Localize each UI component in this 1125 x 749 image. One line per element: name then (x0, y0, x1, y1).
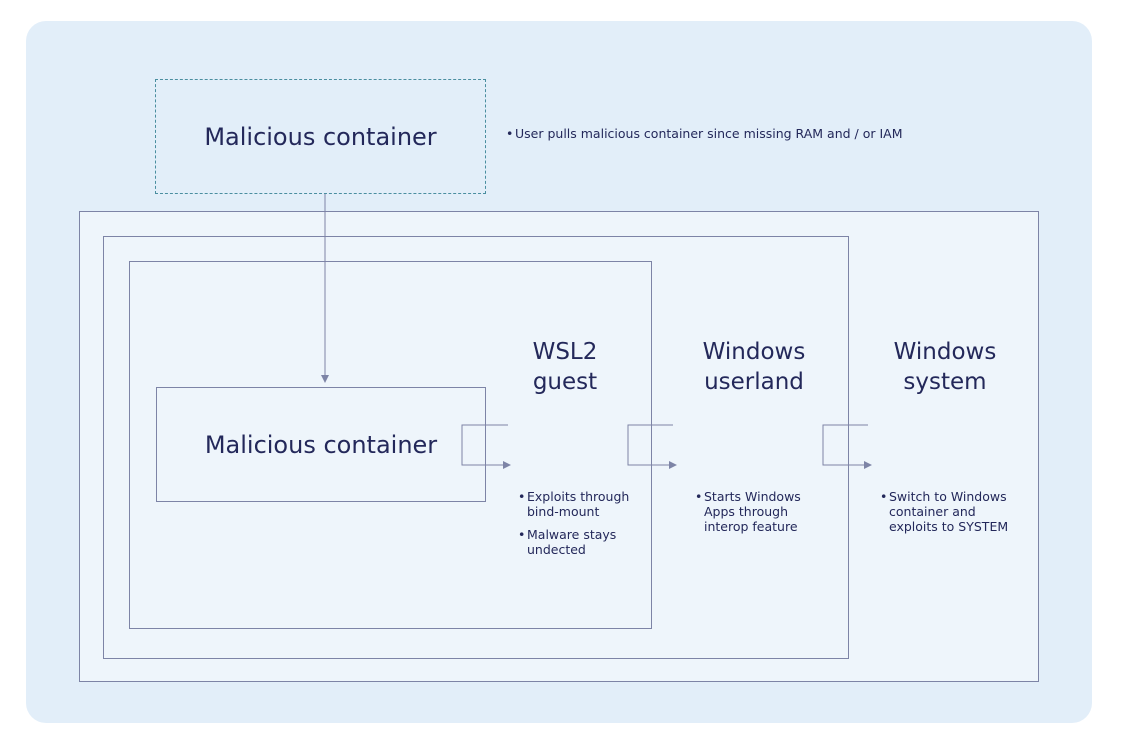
escape-arrow-userland (627, 424, 677, 469)
top-container-note: User pulls malicious container since mis… (506, 126, 926, 149)
wsl2-note-2: Malware stays undected (518, 527, 636, 557)
system-note-1: Switch to Windows container and exploits… (880, 489, 1015, 534)
inner-malicious-container-title: Malicious container (204, 430, 438, 459)
userland-note-1: Starts Windows Apps through interop feat… (695, 489, 813, 534)
inner-malicious-container-box: Malicious container (156, 387, 486, 502)
windows-system-heading: Windows system (893, 339, 997, 395)
wsl2-note-1: Exploits through bind-mount (518, 489, 636, 519)
userland-notes: Starts Windows Apps through interop feat… (695, 489, 813, 542)
wsl2-guest-heading: WSL2 guest (532, 339, 598, 395)
top-malicious-container-box: Malicious container (155, 79, 486, 194)
wsl2-notes: Exploits through bind-mount Malware stay… (518, 489, 636, 565)
top-malicious-container-title: Malicious container (204, 122, 437, 151)
windows-userland-heading: Windows userland (702, 339, 806, 395)
escape-arrow-system (822, 424, 872, 469)
escape-arrow-wsl2 (461, 424, 511, 469)
system-notes: Switch to Windows container and exploits… (880, 489, 1015, 542)
top-container-note-item: User pulls malicious container since mis… (506, 126, 926, 141)
